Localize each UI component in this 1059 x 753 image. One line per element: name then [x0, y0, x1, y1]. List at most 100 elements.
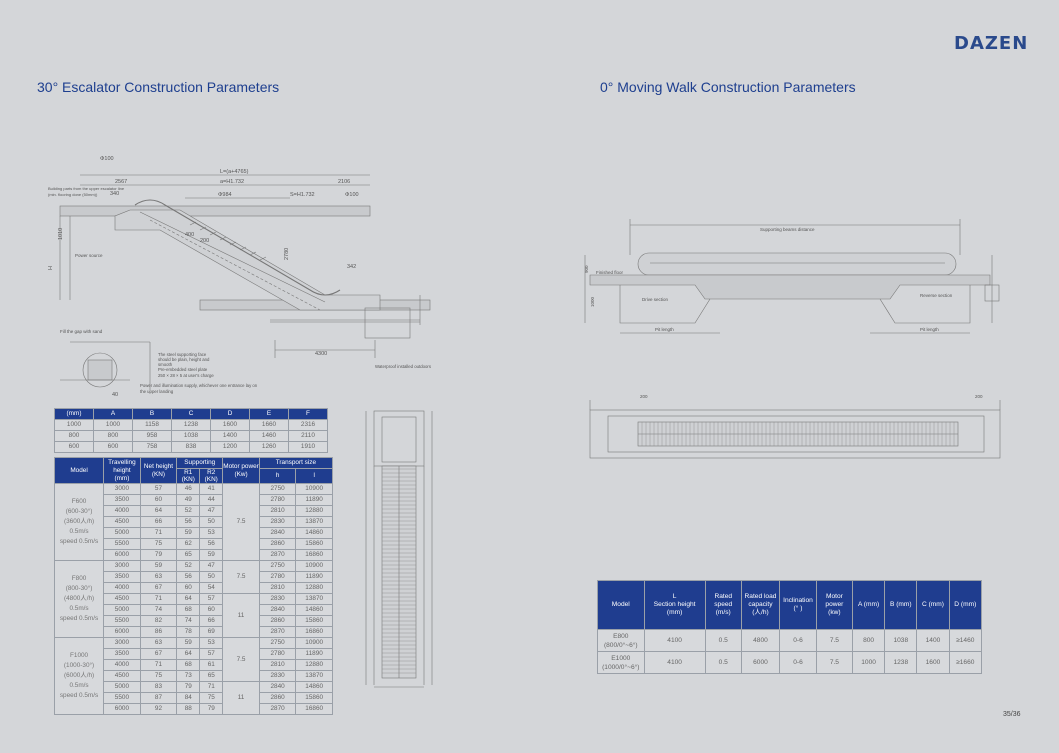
label-gap-note: Fill the gap with sand: [60, 329, 103, 334]
r1-cell: 78: [176, 626, 201, 638]
r1-cell: 88: [176, 703, 201, 715]
net-height-cell: 79: [139, 549, 178, 561]
net-height-cell: 57: [139, 483, 178, 495]
transport-h-cell: 2840: [258, 604, 297, 616]
r2-cell: 44: [199, 494, 224, 506]
col-rated-speed: Rated speed(m/s): [704, 580, 742, 630]
label-phi100-right: Φ100: [345, 192, 359, 198]
r1-cell: 73: [176, 670, 201, 682]
d-cell: ≥1660: [948, 651, 983, 674]
travel-height-cell: 3500: [103, 571, 141, 583]
r1-cell: 49: [176, 494, 201, 506]
col-l: l: [295, 468, 333, 484]
travel-height-cell: 4500: [103, 670, 141, 682]
table-cell: 838: [171, 441, 211, 453]
r2-cell: 57: [199, 593, 224, 605]
r1-cell: 59: [176, 527, 201, 539]
moving-walk-title: 0° Moving Walk Construction Parameters: [600, 79, 856, 95]
transport-l-cell: 12880: [295, 505, 333, 517]
transport-h-cell: 2810: [258, 659, 297, 671]
label-342: 342: [347, 264, 356, 270]
table-cell: 600: [93, 441, 133, 453]
r1-cell: 64: [176, 648, 201, 660]
label-phi100-top: Φ100: [100, 156, 114, 162]
label-power-source: Power source: [75, 253, 103, 258]
transport-l-cell: 14860: [295, 681, 333, 693]
r2-cell: 53: [199, 527, 224, 539]
plan-steps: [382, 468, 416, 674]
net-height-cell: 74: [139, 604, 178, 616]
travel-height-cell: 4000: [103, 659, 141, 671]
header-cell: B: [132, 408, 172, 420]
travel-height-cell: 5500: [103, 538, 141, 550]
col-model: Model: [597, 580, 645, 630]
transport-l-cell: 13870: [295, 593, 333, 605]
r2-cell: 60: [199, 604, 224, 616]
header-cell: E: [249, 408, 289, 420]
travel-height-cell: 4000: [103, 505, 141, 517]
net-height-cell: 67: [139, 582, 178, 594]
table-cell: 1460: [249, 430, 289, 442]
table-cell: 600: [54, 441, 94, 453]
walk-plan-steps: [641, 422, 955, 446]
r1-cell: 79: [176, 681, 201, 693]
transport-l-cell: 13870: [295, 670, 333, 682]
r2-cell: 50: [199, 516, 224, 528]
net-height-cell: 83: [139, 681, 178, 693]
travel-height-cell: 3500: [103, 648, 141, 660]
moving-walk-plan-drawing: 200 200: [580, 390, 1010, 470]
label-drive-section: Drive section: [642, 297, 669, 302]
transport-l-cell: 14860: [295, 527, 333, 539]
col-rated-load: Rated load capacity(人/h): [740, 580, 781, 630]
col-r2: R2(KN): [199, 468, 224, 484]
table-cell: 800: [93, 430, 133, 442]
transport-h-cell: 2810: [258, 505, 297, 517]
net-height-cell: 63: [139, 637, 178, 649]
label-900: 900: [584, 265, 589, 273]
r2-cell: 54: [199, 582, 224, 594]
transport-l-cell: 13870: [295, 516, 333, 528]
label-200-right: 200: [975, 394, 983, 399]
transport-h-cell: 2860: [258, 615, 297, 627]
transport-h-cell: 2840: [258, 681, 297, 693]
transport-l-cell: 15860: [295, 538, 333, 550]
r1-cell: 52: [176, 560, 201, 572]
travel-height-cell: 5500: [103, 692, 141, 704]
transport-l-cell: 16860: [295, 549, 333, 561]
net-height-cell: 92: [139, 703, 178, 715]
table-cell: 2316: [288, 419, 328, 431]
section-cell: 4100: [643, 651, 706, 674]
travel-height-cell: 6000: [103, 626, 141, 638]
motor-power-cell: 7.5: [222, 483, 260, 561]
a-cell: 800: [851, 629, 886, 652]
moving-walk-elevation-drawing: Supporting beams distance Finished floor…: [580, 215, 1010, 345]
label-power-note-2: the upper landing: [140, 389, 174, 394]
transport-l-cell: 14860: [295, 604, 333, 616]
transport-h-cell: 2780: [258, 494, 297, 506]
transport-l-cell: 11890: [295, 494, 333, 506]
table-cell: 1038: [171, 430, 211, 442]
header-cell: F: [288, 408, 328, 420]
section-cell: 4100: [643, 629, 706, 652]
travel-height-cell: 4000: [103, 582, 141, 594]
col-travel-height: Travelling height(mm): [103, 457, 141, 484]
load-cell: 6000: [740, 651, 781, 674]
transport-l-cell: 10900: [295, 483, 333, 495]
label-building-note: Building parts from the upper escalator …: [48, 186, 125, 191]
d-cell: ≥1460: [948, 629, 983, 652]
col-transport-size: Transport size: [258, 457, 334, 469]
r2-cell: 75: [199, 692, 224, 704]
label-200-left: 200: [640, 394, 648, 399]
transport-h-cell: 2860: [258, 538, 297, 550]
